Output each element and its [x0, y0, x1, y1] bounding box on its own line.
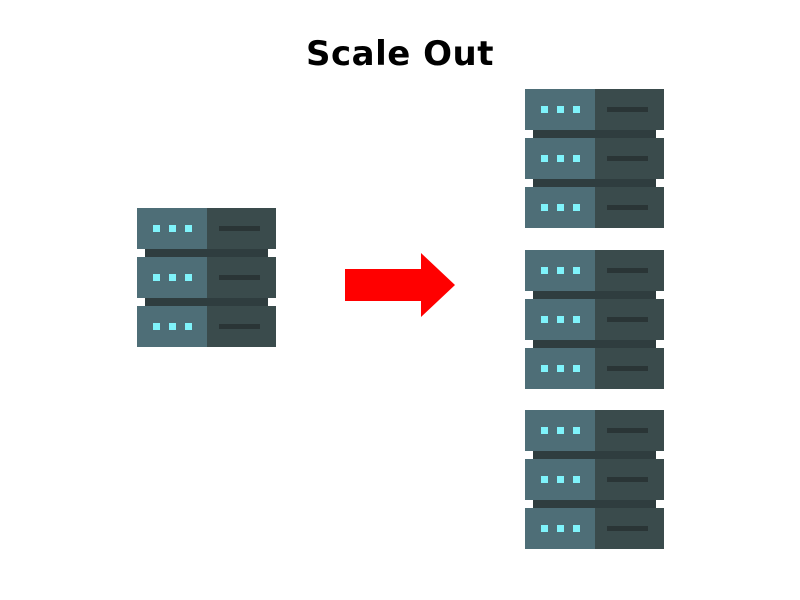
server-rack-svg	[137, 208, 276, 347]
server-unit	[525, 138, 664, 179]
target-server-icon-3	[525, 410, 664, 553]
server-unit	[525, 89, 664, 130]
server-unit	[137, 257, 276, 298]
server-unit	[137, 208, 276, 249]
server-rack-svg	[525, 410, 664, 549]
server-rack-svg	[525, 89, 664, 228]
server-unit	[525, 459, 664, 500]
server-unit	[525, 410, 664, 451]
server-unit	[525, 299, 664, 340]
target-server-icon-1	[525, 89, 664, 232]
server-unit	[525, 187, 664, 228]
server-rack-svg	[525, 250, 664, 389]
server-unit	[525, 250, 664, 291]
server-unit	[525, 508, 664, 549]
source-server-icon	[137, 208, 276, 351]
target-server-icon-2	[525, 250, 664, 393]
diagram-title: Scale Out	[306, 34, 494, 74]
arrow-right-icon	[345, 253, 457, 321]
server-unit	[137, 306, 276, 347]
server-unit	[525, 348, 664, 389]
